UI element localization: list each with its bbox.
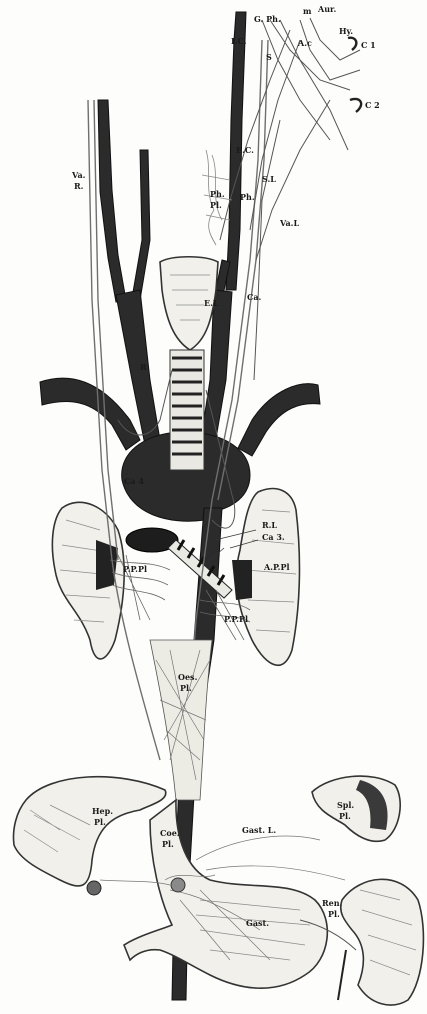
stomach	[124, 800, 327, 988]
label-ca3: Ca 3.	[262, 532, 285, 542]
label-c1: C 1	[361, 40, 376, 50]
label-spl-pl-2: Pl.	[339, 811, 351, 821]
label-sl: S.L	[262, 174, 276, 184]
c1-nerve-stump	[348, 38, 356, 50]
label-hep-pl-2: Pl.	[94, 817, 106, 827]
label-s: S	[266, 52, 272, 62]
label-oes-pl-1: Oes.	[178, 672, 198, 682]
right-subclavian-branch	[132, 150, 150, 300]
gall-bladder	[87, 881, 101, 895]
label-pppl-right: P.P.Pl	[123, 564, 147, 574]
label-ph-pl-2: Pl.	[210, 200, 222, 210]
left-subclavian-artery	[238, 384, 320, 456]
label-el: E.L	[204, 298, 219, 308]
left-hilum-vessels	[232, 560, 252, 600]
ureter	[338, 950, 346, 1000]
label-ec: E.C.	[236, 145, 254, 155]
label-vag-r-1: Va.	[71, 170, 86, 180]
label-c2: C 2	[365, 100, 380, 110]
trachea	[170, 350, 204, 470]
label-coe-pl-1: Coe.	[160, 828, 180, 838]
label-ren-pl-2: Pl.	[328, 909, 340, 919]
label-hep-pl-1: Hep.	[92, 806, 113, 816]
label-lc: I.C.	[231, 36, 247, 46]
coeliac-ganglion	[171, 878, 185, 892]
label-hy: Hy.	[339, 26, 353, 36]
label-gph: G. Ph.	[254, 14, 281, 24]
label-ca1: Ca.	[247, 292, 262, 302]
c2-nerve-stump	[350, 99, 361, 112]
label-ph-pl-1: Ph.	[210, 189, 225, 199]
label-ca4: Ca 4	[124, 476, 144, 486]
label-ren-pl-1: Ren.	[322, 898, 343, 908]
label-pppl-left: P.P.Pl	[224, 614, 248, 624]
label-aur: Aur.	[317, 4, 337, 14]
label-ph: Ph.	[240, 192, 255, 202]
right-carotid-artery	[98, 100, 126, 302]
liver	[14, 777, 166, 886]
label-gast-l: Gast. L.	[242, 825, 276, 835]
label-appl: A.P.Pl	[263, 562, 290, 572]
label-vag-l: Va.L	[279, 218, 299, 228]
label-spl-pl-1: Spl.	[337, 800, 354, 810]
kidney	[341, 879, 424, 1005]
label-oes-pl-2: Pl.	[180, 683, 192, 693]
right-subclavian-artery	[40, 378, 140, 450]
label-rl: R.L	[262, 520, 277, 530]
label-vag-r-2: R.	[74, 181, 84, 191]
label-coe-pl-2: Pl.	[162, 839, 174, 849]
label-gast: Gast.	[246, 918, 269, 928]
label-ac: A.c	[297, 38, 312, 48]
label-r: R	[140, 362, 147, 372]
label-m: m	[303, 6, 312, 16]
